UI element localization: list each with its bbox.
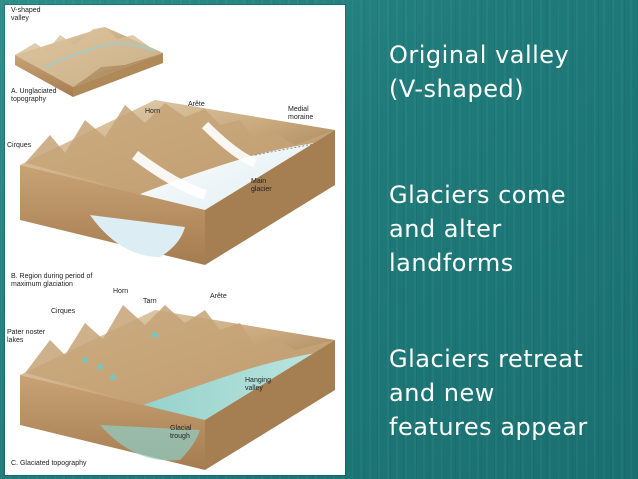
label-hanging-valley: Hanging valley — [245, 377, 272, 392]
block-c — [20, 305, 335, 470]
caption-panel-b: B. Region during period of maximum glaci… — [11, 273, 93, 288]
block-a — [15, 27, 163, 97]
caption-panel-a: A. Unglaciated topography — [11, 88, 57, 103]
block-b — [20, 100, 336, 265]
caption-panel-c: C. Glaciated topography — [11, 460, 87, 467]
label-v-shaped-valley: V-shaped valley — [11, 7, 41, 22]
label-horn-c: Horn — [113, 288, 129, 295]
glacier-illustration — [15, 27, 336, 470]
label-arete-c: Arête — [210, 293, 227, 300]
label-pater-noster-lakes: Pater noster lakes — [7, 329, 46, 344]
label-cirques-c: Cirques — [51, 308, 76, 315]
label-main-glacier: Main glacier — [251, 178, 272, 193]
label-tarn: Tarn — [143, 298, 157, 305]
text-glaciers-retreat: Glaciers retreat and new features appear — [389, 345, 588, 441]
label-cirques-b: Cirques — [7, 142, 32, 149]
label-arete-b: Arête — [188, 101, 205, 108]
glacier-figure: V-shaped valley A. Unglaciated topograph… — [5, 5, 345, 475]
label-glacial-trough: Glacial trough — [170, 425, 192, 440]
text-glaciers-come: Glaciers come and alter landforms — [389, 181, 567, 277]
label-medial-moraine: Medial moraine — [288, 106, 314, 121]
text-original-valley: Original valley (V-shaped) — [389, 41, 570, 103]
label-horn-b: Horn — [145, 108, 161, 115]
